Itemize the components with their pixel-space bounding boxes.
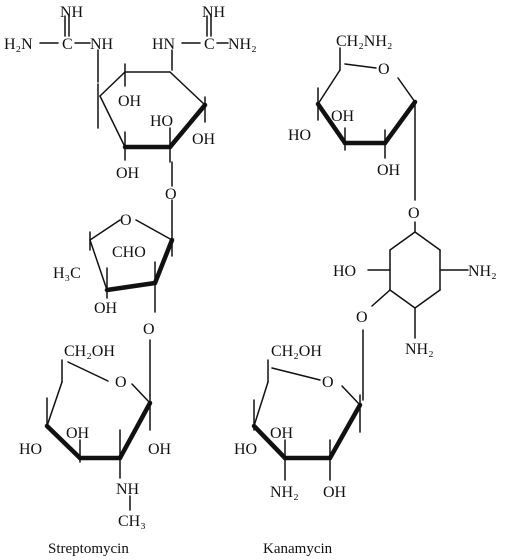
atom-label: NH: [116, 481, 140, 498]
bond: [135, 219, 173, 241]
atom-label: C: [62, 36, 73, 53]
bond: [371, 289, 391, 307]
bond: [46, 381, 63, 427]
bond: [414, 231, 441, 251]
atom-label: OH: [94, 300, 118, 317]
bond: [89, 239, 108, 291]
atom-label: OH: [323, 484, 347, 501]
atom-label: OH: [118, 93, 142, 110]
atom-label: O: [322, 374, 334, 391]
atom-label: O: [356, 309, 368, 326]
bond: [315, 101, 348, 146]
caption-streptomycin: Streptomycin: [48, 541, 129, 557]
atom-label: HO: [333, 263, 356, 280]
atom-label: O: [115, 374, 127, 391]
bond: [344, 63, 377, 69]
atom-label: OH: [331, 108, 355, 125]
bond: [89, 219, 121, 241]
bond: [44, 423, 83, 461]
bond: [327, 402, 363, 461]
bond: [389, 289, 416, 309]
atom-label: HO: [150, 113, 173, 130]
atom-label: O: [165, 186, 177, 203]
atom-label: CH₂NH₂: [336, 33, 393, 50]
bond: [382, 99, 418, 146]
atom-label: HN: [152, 36, 176, 53]
atom-label: OH: [66, 425, 90, 442]
atom-label: CH₃: [118, 513, 146, 530]
atom-label: OH: [116, 165, 140, 182]
atom-label: O: [143, 321, 155, 338]
bond: [414, 289, 441, 309]
kanamycin-structure: [251, 47, 469, 481]
bond: [167, 102, 208, 150]
bond: [253, 381, 269, 427]
bond: [317, 69, 341, 105]
atom-label: H₂N: [4, 36, 33, 53]
atom-label: C: [204, 36, 215, 53]
atom-label: HO: [288, 127, 311, 144]
atom-label: OH: [148, 441, 172, 458]
atom-label: O: [378, 61, 390, 78]
bond: [271, 367, 321, 381]
atom-label: NH: [60, 4, 84, 21]
atom-label: O: [120, 212, 132, 229]
atom-label: CHO: [112, 244, 146, 261]
atom-label: NH: [202, 4, 226, 21]
atom-label: NH: [90, 36, 114, 53]
atom-label: OH: [192, 131, 216, 148]
bond: [99, 71, 126, 97]
bond: [169, 71, 206, 106]
streptomycin-structure: [39, 15, 229, 511]
atom-label: CH₂OH: [271, 343, 322, 360]
bond: [117, 400, 153, 461]
atom-label: NH₂: [468, 263, 497, 280]
bond: [99, 95, 126, 148]
bond: [389, 231, 416, 251]
bond: [152, 237, 175, 286]
atom-label: NH₂: [270, 484, 299, 501]
bond: [251, 423, 288, 461]
bond: [67, 361, 109, 382]
atom-label: NH₂: [228, 36, 257, 53]
atom-label: NH₂: [405, 341, 434, 358]
bond: [104, 280, 158, 293]
atom-label: HO: [19, 441, 42, 458]
bond: [397, 77, 416, 103]
atom-label: CH₂OH: [64, 343, 115, 360]
atom-label: O: [408, 205, 420, 222]
bond: [341, 385, 361, 406]
bond: [131, 383, 151, 404]
atom-label: HO: [234, 441, 257, 458]
caption-kanamycin: Kanamycin: [263, 541, 333, 557]
atom-label: H₃C: [53, 265, 81, 282]
atom-label: OH: [270, 425, 294, 442]
atom-label: OH: [377, 162, 401, 179]
